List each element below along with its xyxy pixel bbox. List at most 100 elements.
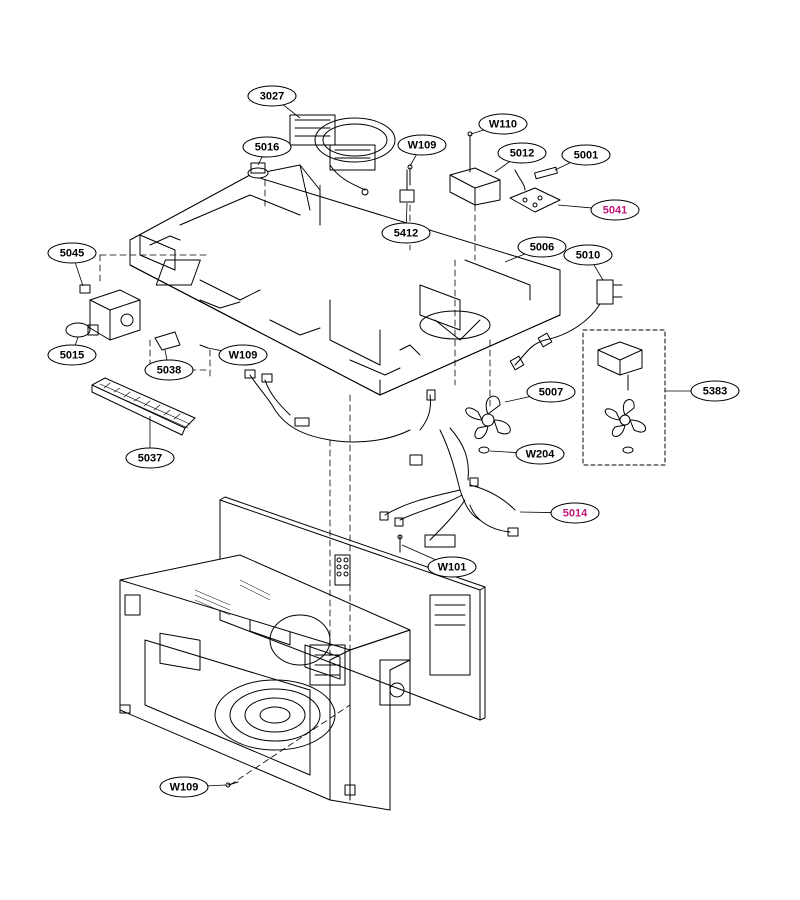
- lamp-housing-5045: [80, 285, 140, 340]
- callout-label: 5412: [394, 228, 418, 240]
- callout-5037: 5037: [125, 416, 175, 469]
- callout-bubble: [526, 381, 576, 403]
- fan-blade-5007: [466, 396, 511, 453]
- callout-leader-line: [494, 161, 511, 173]
- callout-label: 5041: [603, 205, 627, 217]
- relay-5412: [400, 170, 414, 202]
- screw-w101: [398, 535, 402, 552]
- callout-5012: 5012: [494, 142, 547, 173]
- callout-bubble: [218, 344, 268, 366]
- callout-5045: 5045: [47, 242, 97, 287]
- callout-label: W109: [408, 140, 437, 152]
- callout-5383: 5383: [665, 380, 740, 402]
- callout-leader-line: [74, 336, 79, 346]
- callout-bubble: [515, 443, 565, 465]
- thermostat-5016: [248, 163, 268, 178]
- callout-leader-line: [519, 511, 552, 513]
- callout-bubble: [47, 242, 97, 264]
- assembly-guide-lines: [99, 179, 491, 801]
- callout-5007: 5007: [504, 381, 576, 403]
- callout-label: 5006: [530, 242, 554, 254]
- callout-leader-line: [257, 156, 263, 166]
- callout-leader-line: [504, 253, 525, 263]
- callout-w204: W204: [489, 443, 565, 465]
- power-cord-5010: [510, 280, 622, 370]
- callout-leader-line: [557, 204, 592, 209]
- callout-label: 5012: [510, 148, 534, 160]
- callout-w109-top: W109: [397, 134, 447, 167]
- callout-bubble: [478, 113, 528, 135]
- callout-leader-line: [489, 450, 517, 453]
- callout-w109-bottom: W109: [159, 776, 227, 798]
- callout-5006: 5006: [504, 236, 567, 263]
- callout-3027: 3027: [247, 85, 301, 119]
- callout-bubble: [144, 359, 194, 381]
- callout-label: 5016: [255, 142, 279, 154]
- screw-w109-top: [408, 165, 412, 185]
- callout-label: 5383: [703, 386, 727, 398]
- callout-label: 3027: [260, 91, 284, 103]
- callout-w101: W101: [401, 544, 477, 578]
- callout-leader-line: [593, 264, 604, 281]
- fuse-5001: [535, 167, 558, 178]
- grille-5037: [92, 378, 195, 435]
- callout-bubble: [563, 244, 613, 266]
- callout-bubble: [427, 556, 477, 578]
- wire-harness-5014: [380, 428, 518, 550]
- callout-leader-line: [409, 154, 417, 167]
- callout-w109-mid: W109: [207, 344, 268, 366]
- callout-label: W101: [438, 562, 467, 574]
- callout-bubble: [497, 142, 547, 164]
- callout-label: 5045: [60, 248, 84, 260]
- callout-leader-line: [164, 349, 168, 361]
- callout-5015: 5015: [47, 336, 97, 366]
- callout-label: 5001: [574, 150, 598, 162]
- callout-bubble: [690, 380, 740, 402]
- callout-label: 5007: [539, 387, 563, 399]
- pcb-5041: [510, 170, 560, 212]
- callout-bubble: [590, 199, 640, 221]
- callout-leader-line: [401, 544, 436, 561]
- callout-5010: 5010: [563, 244, 613, 281]
- callout-label: W204: [526, 449, 556, 461]
- callout-bubble: [247, 85, 297, 107]
- callout-label: 5010: [576, 250, 600, 262]
- callout-bubble: [47, 344, 97, 366]
- screw-w110: [468, 132, 472, 148]
- callout-leader-line: [282, 104, 301, 119]
- callout-bubble: [550, 502, 600, 524]
- callout-bubble: [381, 222, 431, 244]
- transformer-5012: [450, 145, 500, 205]
- callout-5412: 5412: [381, 202, 431, 244]
- callout-leader-line: [504, 396, 530, 403]
- microwave-chassis: [120, 497, 485, 810]
- callout-leader-line: [207, 347, 222, 352]
- callout-bubble: [125, 447, 175, 469]
- callout-5014: 5014: [519, 502, 600, 524]
- callout-5041: 5041: [557, 199, 640, 221]
- callout-leader-line: [554, 162, 571, 171]
- wire-harness-upper: [245, 370, 435, 442]
- callout-label: 5038: [157, 365, 181, 377]
- callout-label: 5015: [60, 350, 84, 362]
- callout-leader-line: [207, 784, 227, 787]
- callout-5016: 5016: [242, 136, 292, 166]
- callout-label: W109: [170, 782, 199, 794]
- screw-w109-bottom: [226, 782, 238, 787]
- callout-leader-line: [74, 262, 84, 287]
- callout-w110: W110: [470, 113, 528, 135]
- callout-bubble: [397, 134, 447, 156]
- fan-motor-assembly: [290, 115, 395, 195]
- callout-bubble: [517, 236, 567, 258]
- callout-label: W110: [489, 119, 517, 131]
- callout-bubble: [561, 144, 611, 166]
- callout-bubble: [242, 136, 292, 158]
- callout-leader-line: [405, 202, 408, 224]
- lamp-socket-5038: [155, 332, 208, 350]
- callout-leader-line: [470, 129, 484, 135]
- callout-bubble: [159, 776, 209, 798]
- callout-5001: 5001: [554, 144, 611, 171]
- callout-5038: 5038: [144, 349, 194, 381]
